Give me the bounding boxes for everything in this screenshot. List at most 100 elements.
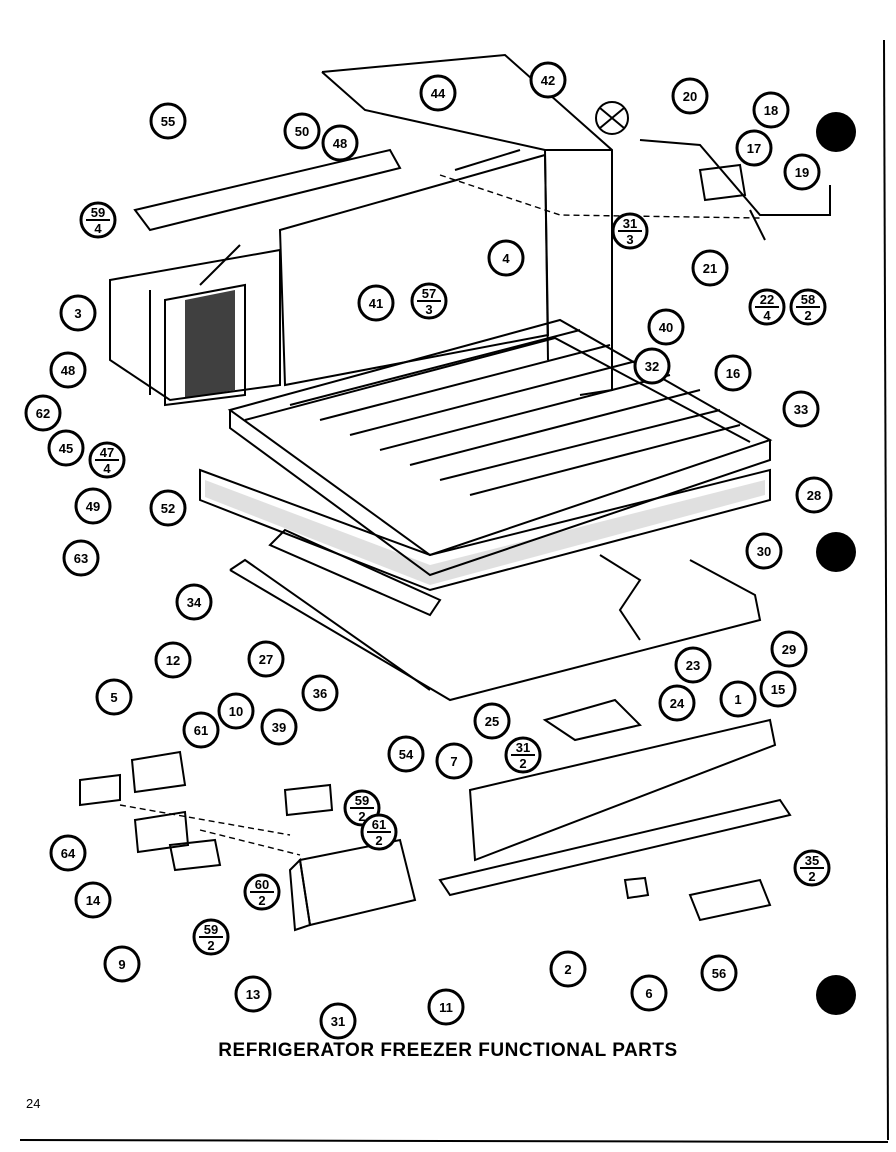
callout-ring xyxy=(782,390,820,428)
callout-number: 31 xyxy=(516,740,530,755)
callout-ring xyxy=(149,489,187,527)
callout-31: 31 xyxy=(319,1002,357,1040)
callout-ring xyxy=(759,670,797,708)
callout-number: 41 xyxy=(369,296,383,311)
callout-number: 6 xyxy=(645,986,652,1001)
callout-24: 24 xyxy=(658,684,696,722)
callout-ring xyxy=(260,708,298,746)
callout-number: 55 xyxy=(161,114,175,129)
callout-20: 20 xyxy=(671,77,709,115)
callout-49: 49 xyxy=(74,487,112,525)
callout-number: 21 xyxy=(703,261,717,276)
callout-number: 59 xyxy=(204,922,218,937)
callout-59-4: 594 xyxy=(79,201,117,239)
page-border-right xyxy=(883,39,889,1141)
divider-block xyxy=(199,468,771,592)
callout-ring xyxy=(217,692,255,730)
callout-ring xyxy=(283,112,321,150)
callout-number: 48 xyxy=(61,363,75,378)
callout-50: 50 xyxy=(283,112,321,150)
callout-ring xyxy=(419,74,457,112)
callout-48: 48 xyxy=(49,351,87,389)
callout-55: 55 xyxy=(149,102,187,140)
diagram-title: REFRIGERATOR FREEZER FUNCTIONAL PARTS xyxy=(218,1040,678,1061)
callout-56: 56 xyxy=(700,954,738,992)
callout-14: 14 xyxy=(74,881,112,919)
callout-13: 13 xyxy=(234,975,272,1013)
callout-number: 1 xyxy=(734,692,741,707)
callout-number: 42 xyxy=(541,73,555,88)
callout-15: 15 xyxy=(759,670,797,708)
callout-number: 19 xyxy=(795,165,809,180)
callout-number: 50 xyxy=(295,124,309,139)
callout-number: 25 xyxy=(485,714,499,729)
callout-ring xyxy=(549,950,587,988)
callout-ring xyxy=(24,394,62,432)
callout-number: 4 xyxy=(502,251,510,266)
callout-number: 2 xyxy=(564,962,571,977)
callout-number: 32 xyxy=(645,359,659,374)
callout-18: 18 xyxy=(752,91,790,129)
callout-10: 10 xyxy=(217,692,255,730)
callout-quantity: 2 xyxy=(808,869,815,884)
callout-63: 63 xyxy=(62,539,100,577)
callout-number: 57 xyxy=(422,286,436,301)
callout-number: 47 xyxy=(100,445,114,460)
callout-ring xyxy=(633,347,671,385)
callout-number: 12 xyxy=(166,653,180,668)
callout-number: 48 xyxy=(333,136,347,151)
callout-ring xyxy=(301,674,339,712)
callout-36: 36 xyxy=(301,674,339,712)
callout-ring xyxy=(714,354,752,392)
callout-12: 12 xyxy=(154,641,192,679)
callout-number: 59 xyxy=(91,205,105,220)
callout-ring xyxy=(719,680,757,718)
callout-11: 11 xyxy=(427,988,465,1026)
callout-number: 15 xyxy=(771,682,785,697)
callout-number: 52 xyxy=(161,501,175,516)
callout-ring xyxy=(387,735,425,773)
callout-30: 30 xyxy=(745,532,783,570)
callout-number: 9 xyxy=(118,957,125,972)
callout-ring xyxy=(154,641,192,679)
callout-25: 25 xyxy=(473,702,511,740)
callout-number: 64 xyxy=(61,846,76,861)
callout-number: 27 xyxy=(259,652,273,667)
callout-number: 11 xyxy=(439,1000,453,1015)
callout-ring xyxy=(357,284,395,322)
callout-52: 52 xyxy=(149,489,187,527)
callout-31-3: 313 xyxy=(611,212,649,250)
callout-44: 44 xyxy=(419,74,457,112)
callout-60-2: 602 xyxy=(243,873,281,911)
callout-number: 59 xyxy=(355,793,369,808)
callout-ring xyxy=(770,630,808,668)
callout-quantity: 2 xyxy=(519,756,526,771)
fan-motor-assembly xyxy=(595,101,831,241)
callout-40: 40 xyxy=(647,308,685,346)
callout-ring xyxy=(74,881,112,919)
callout-quantity: 4 xyxy=(763,308,771,323)
callout-41: 41 xyxy=(357,284,395,322)
callout-ring xyxy=(674,646,712,684)
callout-32: 32 xyxy=(633,347,671,385)
callout-number: 30 xyxy=(757,544,771,559)
callout-number: 31 xyxy=(331,1014,345,1029)
callout-ring xyxy=(319,1002,357,1040)
callout-4: 4 xyxy=(487,239,525,277)
callout-quantity: 4 xyxy=(94,221,102,236)
callout-number: 45 xyxy=(59,441,73,456)
callout-ring xyxy=(247,640,285,678)
callout-ring xyxy=(234,975,272,1013)
callout-number: 54 xyxy=(399,747,414,762)
lower-trays xyxy=(229,528,762,702)
callout-ring xyxy=(321,124,359,162)
callout-number: 33 xyxy=(794,402,808,417)
callout-48: 48 xyxy=(321,124,359,162)
callout-number: 20 xyxy=(683,89,697,104)
callout-number: 62 xyxy=(36,406,50,421)
callout-ring xyxy=(427,988,465,1026)
callout-quantity: 2 xyxy=(375,833,382,848)
callout-6: 6 xyxy=(630,974,668,1012)
callout-ring xyxy=(795,476,833,514)
callout-39: 39 xyxy=(260,708,298,746)
